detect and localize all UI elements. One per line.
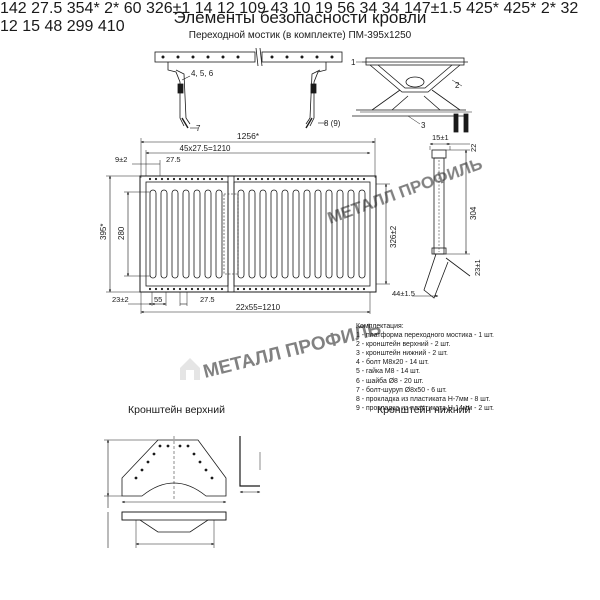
dim-bl-12: 12 [0,18,18,35]
kit-legend: Комплектация: 1 - платформа переходного … [356,322,494,413]
dim-bu-12: 12 [217,0,235,17]
plan-view [106,138,390,314]
page-subtitle: Переходной мостик (в комплекте) ПМ-395х1… [188,30,412,41]
legend-item: 3 - кронштейн нижний - 2 шт. [356,350,448,358]
legend-title: Комплектация: [356,323,404,330]
side-platform-top [365,57,465,66]
top-view [154,47,343,129]
dim-overall-width: 1256* [237,131,260,141]
bracket-upper-drawing [104,436,261,548]
dim-bu-14: 14 [194,0,213,17]
dim-profile-height: 304 [469,206,478,220]
dim-cell-top: 27.5 [166,155,181,164]
dim-height-inner: 280 [117,226,126,240]
page-title: Элементы безопасности кровли [173,8,427,27]
plan-slats-left [149,189,223,279]
dim-height-outer: 395* [99,224,108,240]
watermark-logo-icon [180,358,200,380]
dim-bl-299: 299 [66,18,94,35]
dim-profile-bottom: 44±1.5 [392,289,415,298]
side-hole-icon [405,76,425,88]
dim-bl-10: 10 [292,0,311,17]
callout-3: 3 [421,121,426,130]
side-view [352,57,472,133]
legend-item: 7 - болт-шуруп Ø8х50 - 6 шт. [356,386,447,394]
dim-bl-foot: 32 [560,0,579,17]
dim-bl-width-bottom: 425* [503,0,537,17]
top-rail-right [261,51,343,63]
dim-bu-thickness: 2* [104,0,120,17]
callout-1: 1 [351,58,356,67]
legend-item: 9 - прокладка из пластиката Н-14мм - 2 ш… [356,404,494,412]
dim-bottom-55: 55 [154,295,162,304]
callout-456: 4, 5, 6 [191,69,214,78]
dim-bu-bottom-width: 326±1 [145,0,191,17]
right-bracket-drop [309,62,327,127]
dim-bu-height: 142 [0,0,27,17]
dim-bl-slot-width: 43 [270,0,289,17]
callout-7: 7 [196,124,201,133]
bracket-upper-shape [121,439,227,497]
legend-item: 8 - прокладка из пластиката Н-7мм - 8 шт… [356,395,491,403]
dim-bu-width: 354* [66,0,100,17]
dim-bl-56: 56 [337,0,355,17]
right-bolt-icon [310,83,317,94]
dim-height-right: 326±2 [389,225,398,248]
left-bracket-drop [167,62,185,127]
dim-bottom-left: 23±2 [112,295,129,304]
legend-item: 4 - болт М8х20 - 14 шт. [356,359,429,367]
dim-bu-foot: 60 [123,0,142,17]
dim-bl-48: 48 [44,18,63,35]
bracket-upper-label: Кронштейн верхний [128,404,225,416]
dim-profile-top: 15±1 [432,133,449,142]
dim-profile-angle: 23±1 [473,259,482,276]
dim-bl-top-width: 109 [239,0,266,17]
dim-bl-19: 19 [314,0,333,17]
dim-bl-34a: 34 [359,0,378,17]
dim-left-offset: 9±2 [115,155,127,164]
dim-bl-34b: 34 [381,0,400,17]
dim-bl-410: 410 [97,18,125,35]
bracket-upper-bottom [121,511,227,533]
legend-item: 5 - гайка М8 - 14 шт. [356,368,421,376]
dim-bottom-275: 27.5 [200,295,215,304]
profile-view [412,142,471,299]
dim-pitch-top: 45х27.5=1210 [180,144,231,153]
dim-bl-height: 147±1.5 [403,0,462,17]
dim-bu-flange: 27.5 [31,0,63,17]
callout-2: 2 [455,81,460,90]
dim-profile-top-right: 22 [469,144,478,152]
legend-item: 6 - шайба Ø8 - 20 шт. [356,377,424,385]
dim-bl-width: 425* [466,0,500,17]
plan-slats-right [237,189,366,279]
dim-pitch-bottom: 22х55=1210 [236,303,281,312]
top-rail-left [154,51,256,63]
dim-bl-thickness: 2* [540,0,556,17]
bracket-lower-label: Кронштейн нижний [377,404,471,416]
plan-hole-rows [148,177,366,291]
legend-item: 1 - платформа переходного мостика - 1 шт… [356,332,494,340]
left-bolt-icon [177,83,184,94]
callout-89: 8 (9) [324,119,341,128]
dim-bl-15: 15 [22,18,41,35]
legend-item: 2 - кронштейн верхний - 2 шт. [356,341,451,349]
